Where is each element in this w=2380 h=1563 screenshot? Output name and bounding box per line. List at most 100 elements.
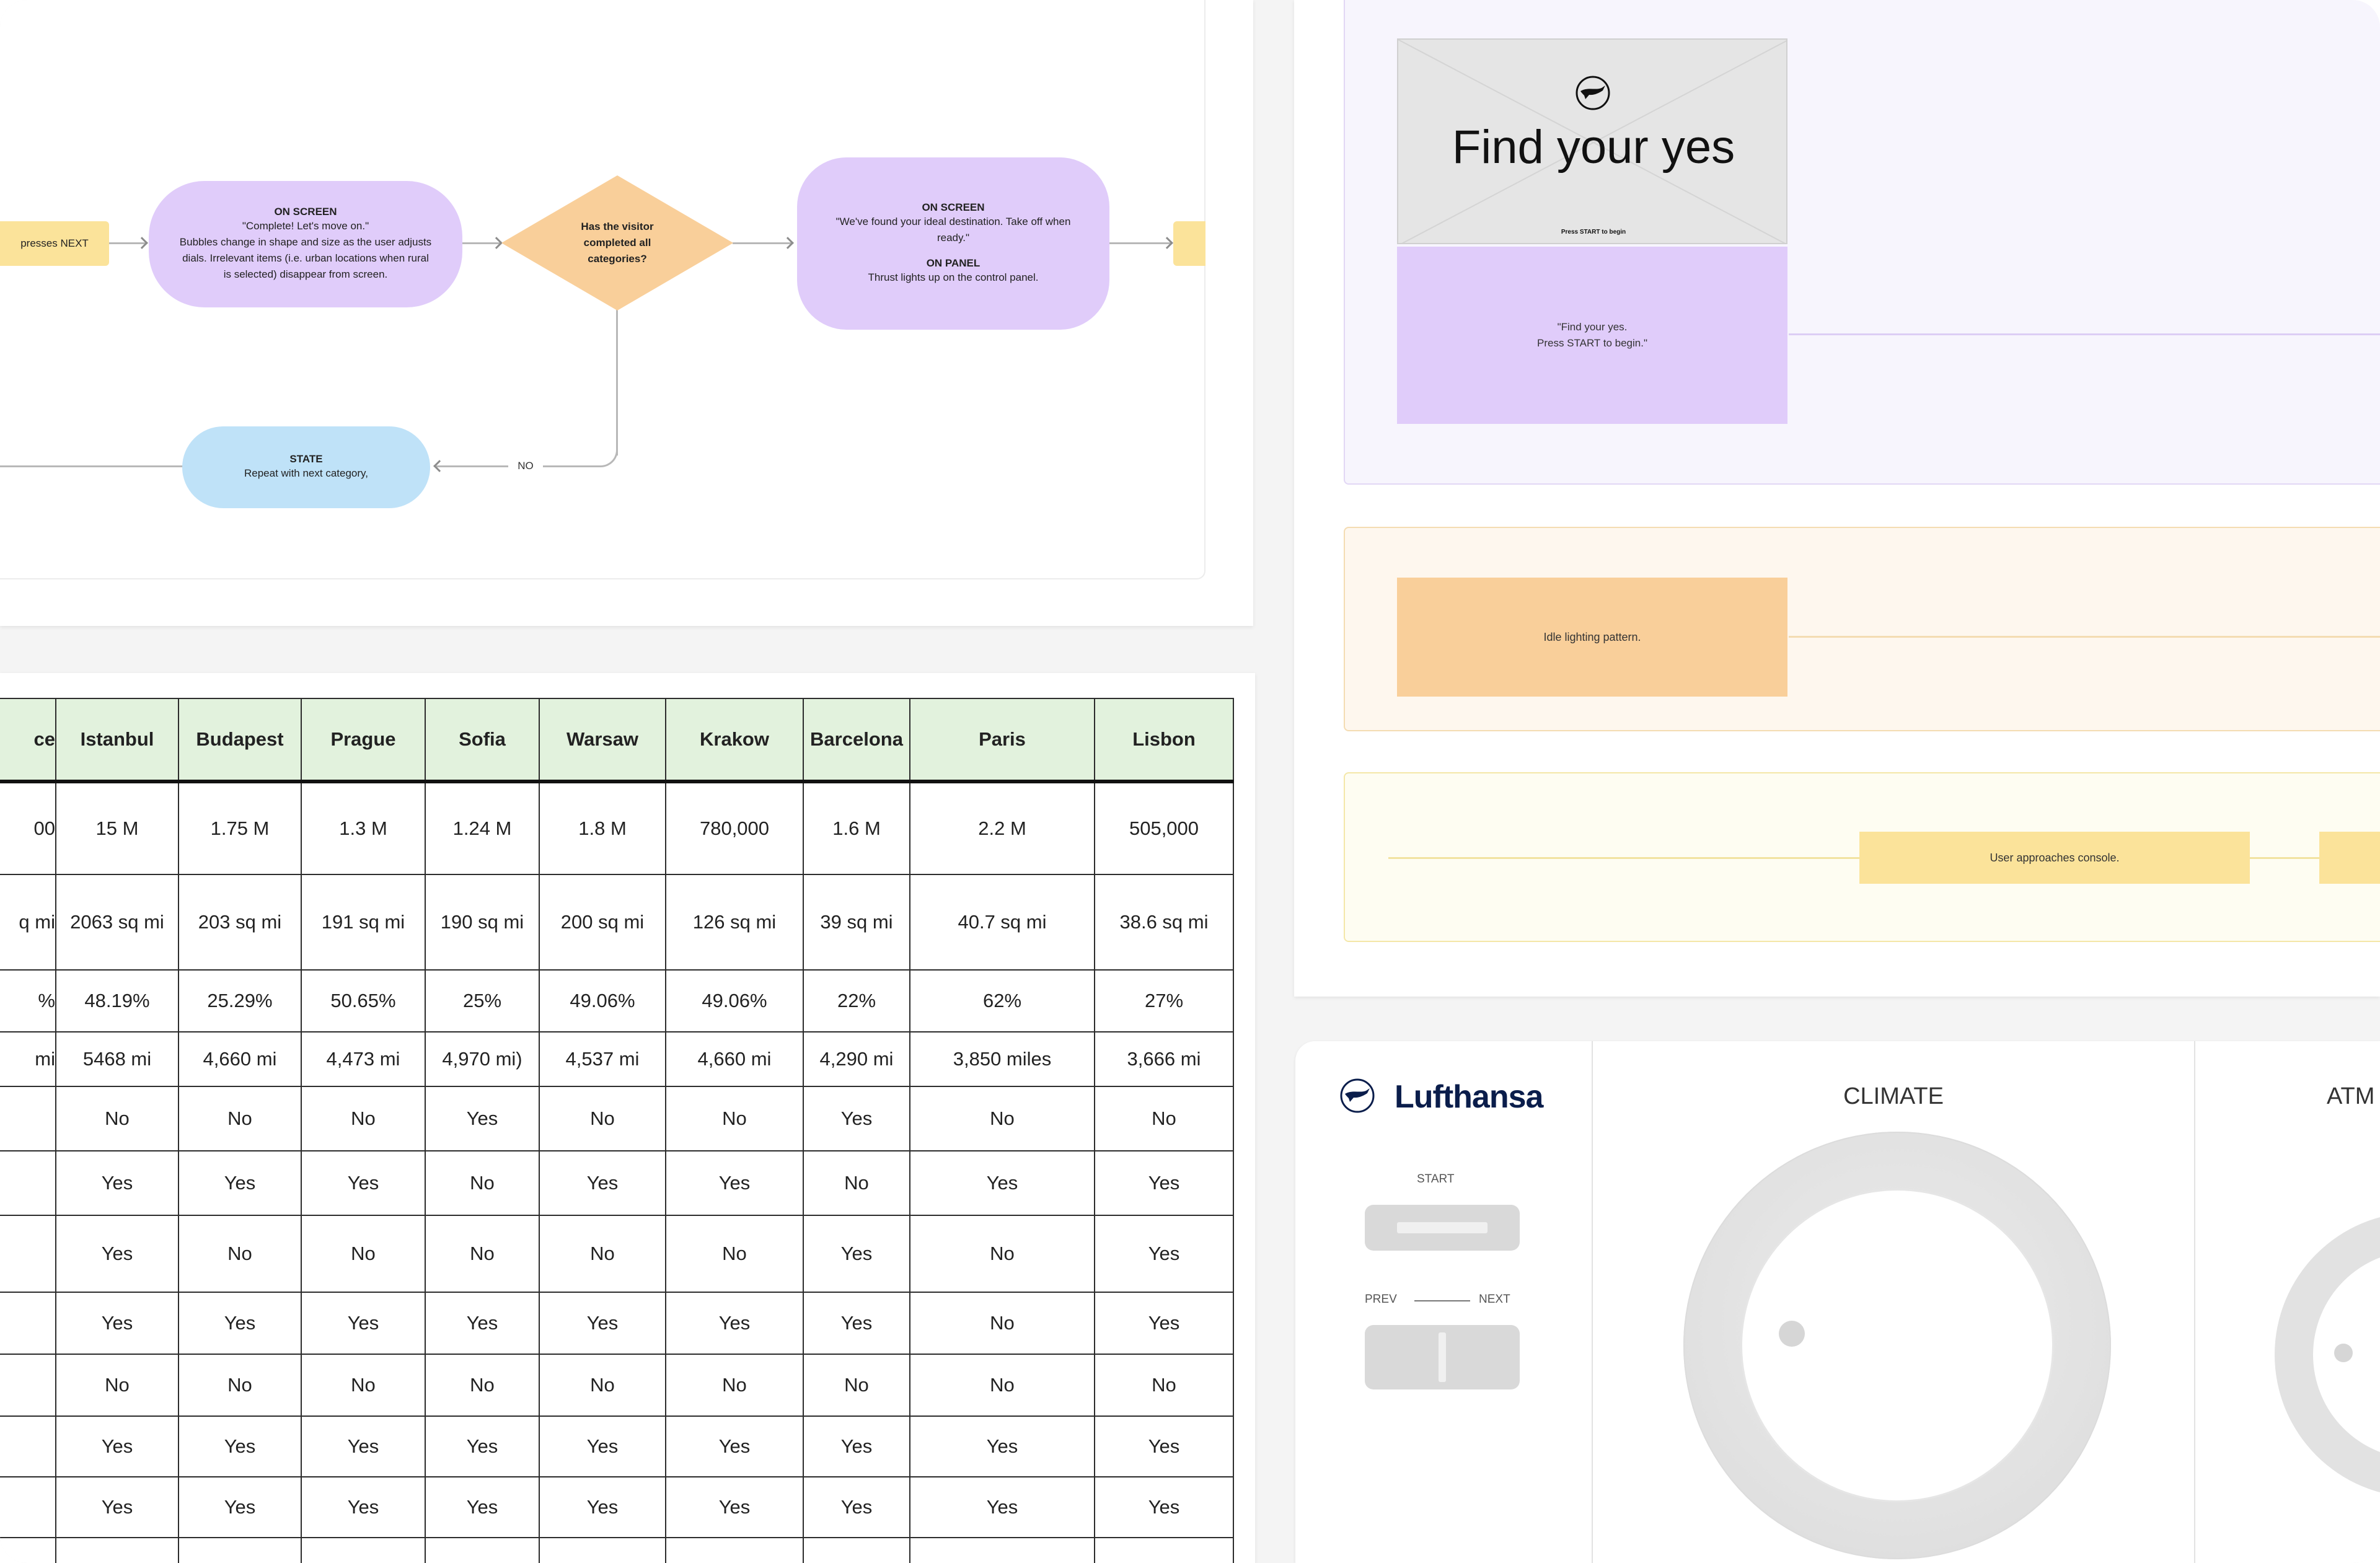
table-cell: Yes	[178, 1292, 302, 1355]
table-cell: No	[425, 1215, 540, 1293]
start-label: START	[1417, 1173, 1455, 1186]
table-cell: No	[665, 1086, 804, 1151]
table-cell: 3,850 miles	[909, 1031, 1095, 1087]
table-cell: No	[909, 1354, 1095, 1417]
flow-node-found: ON SCREEN "We've found your ideal destin…	[797, 157, 1109, 330]
table-cell: 200 sq mi	[539, 874, 666, 971]
table-cell: q mi	[0, 874, 56, 971]
table-cell: 203 sq mi	[178, 874, 302, 971]
toggle-handle[interactable]	[1439, 1332, 1446, 1382]
table-cell: Yes	[803, 1215, 910, 1293]
table-cell: 25.29%	[178, 969, 302, 1032]
table-cell: 49.06%	[665, 969, 804, 1032]
table-cell: Yes	[301, 1150, 426, 1216]
table-cell: 40.7 sq mi	[909, 874, 1095, 971]
atmosphere-dial-marker	[2334, 1344, 2353, 1362]
decision-diamond	[501, 175, 733, 310]
table-cell: No	[909, 1215, 1095, 1293]
table-cell: 27%	[1094, 969, 1234, 1032]
table-cell: Yes	[803, 1416, 910, 1477]
connector-line	[1109, 242, 1171, 244]
table-cell: 4,970 mi)	[425, 1031, 540, 1087]
prev-next-toggle[interactable]	[1365, 1325, 1520, 1389]
brand-name: Lufthansa	[1395, 1079, 1543, 1115]
table-cell	[425, 1537, 540, 1563]
table-cell: 1.6 M	[803, 781, 910, 875]
table-cell: No	[909, 1086, 1095, 1151]
table-cell: Yes	[909, 1416, 1095, 1477]
connector-line	[733, 242, 792, 244]
screen-lane-card: "Find your yes. Press START to begin."	[1397, 247, 1787, 424]
screen-mockup: Find your yes Press START to begin	[1397, 38, 1787, 244]
start-button[interactable]	[1365, 1205, 1520, 1251]
table-cell: Yes	[55, 1150, 179, 1216]
connector-line	[462, 242, 501, 244]
table-cell: Yes	[1094, 1150, 1234, 1216]
table-cell: No	[1094, 1354, 1234, 1417]
atmosphere-dial[interactable]	[2275, 1212, 2380, 1497]
flow-node-left-cut: presses NEXT	[0, 221, 109, 266]
table-cell	[0, 1292, 56, 1355]
table-cell: 48.19%	[55, 969, 179, 1032]
climate-dial-marker	[1779, 1321, 1805, 1347]
table-header-cell: Warsaw	[539, 698, 666, 783]
table-cell: 2.2 M	[909, 781, 1095, 875]
table-cell: 4,290 mi	[803, 1031, 910, 1087]
connector-line	[0, 465, 183, 467]
table-cell: Yes	[803, 1476, 910, 1538]
table-cell: Yes	[803, 1292, 910, 1355]
table-cell: No	[425, 1150, 540, 1216]
atmosphere-label: ATM	[2327, 1083, 2375, 1109]
table-cell: Yes	[301, 1416, 426, 1477]
screen-title: Find your yes	[1452, 121, 1735, 174]
section-divider	[2194, 1041, 2195, 1563]
table-cell: Yes	[909, 1476, 1095, 1538]
table-cell	[0, 1215, 56, 1293]
screen-placeholder-cross	[1398, 40, 1786, 243]
table-header-cell: Prague	[301, 698, 426, 783]
table-cell: Yes	[178, 1416, 302, 1477]
table-cell: 2063 sq mi	[55, 874, 179, 971]
table-cell: Yes	[425, 1476, 540, 1538]
table-cell: 1.3 M	[301, 781, 426, 875]
flow-node-right-cut	[1173, 221, 1205, 266]
table-header-cell: Istanbul	[55, 698, 179, 783]
table-cell: Yes	[178, 1150, 302, 1216]
table-cell: 62%	[909, 969, 1095, 1032]
screen-lane-connector	[1789, 333, 2380, 335]
table-cell: Yes	[539, 1476, 666, 1538]
table-cell: 4,660 mi	[665, 1031, 804, 1087]
climate-dial[interactable]	[1683, 1132, 2111, 1559]
table-cell: Yes	[1094, 1215, 1234, 1293]
table-cell	[665, 1537, 804, 1563]
table-cell: Yes	[1094, 1476, 1234, 1538]
table-cell	[178, 1537, 302, 1563]
table-cell	[55, 1537, 179, 1563]
table-cell	[909, 1537, 1095, 1563]
flow-node-state: STATE Repeat with next category,	[182, 426, 430, 508]
start-button-indicator	[1397, 1222, 1488, 1233]
table-cell: 4,537 mi	[539, 1031, 666, 1087]
table-cell: No	[665, 1215, 804, 1293]
user-lane-card: User approaches console.	[1859, 832, 2250, 884]
connector-line	[109, 242, 146, 244]
table-cell: Yes	[1094, 1416, 1234, 1477]
table-cell: Yes	[301, 1292, 426, 1355]
table-cell: 1.8 M	[539, 781, 666, 875]
table-cell: No	[301, 1086, 426, 1151]
section-divider	[1592, 1041, 1593, 1563]
table-cell: 4,473 mi	[301, 1031, 426, 1087]
table-cell	[539, 1537, 666, 1563]
table-cell	[0, 1476, 56, 1538]
table-cell: Yes	[55, 1476, 179, 1538]
next-label: NEXT	[1479, 1293, 1510, 1306]
flow-node-complete: ON SCREEN "Complete! Let's move on." Bub…	[149, 181, 462, 307]
table-cell: No	[178, 1086, 302, 1151]
table-cell: No	[539, 1354, 666, 1417]
